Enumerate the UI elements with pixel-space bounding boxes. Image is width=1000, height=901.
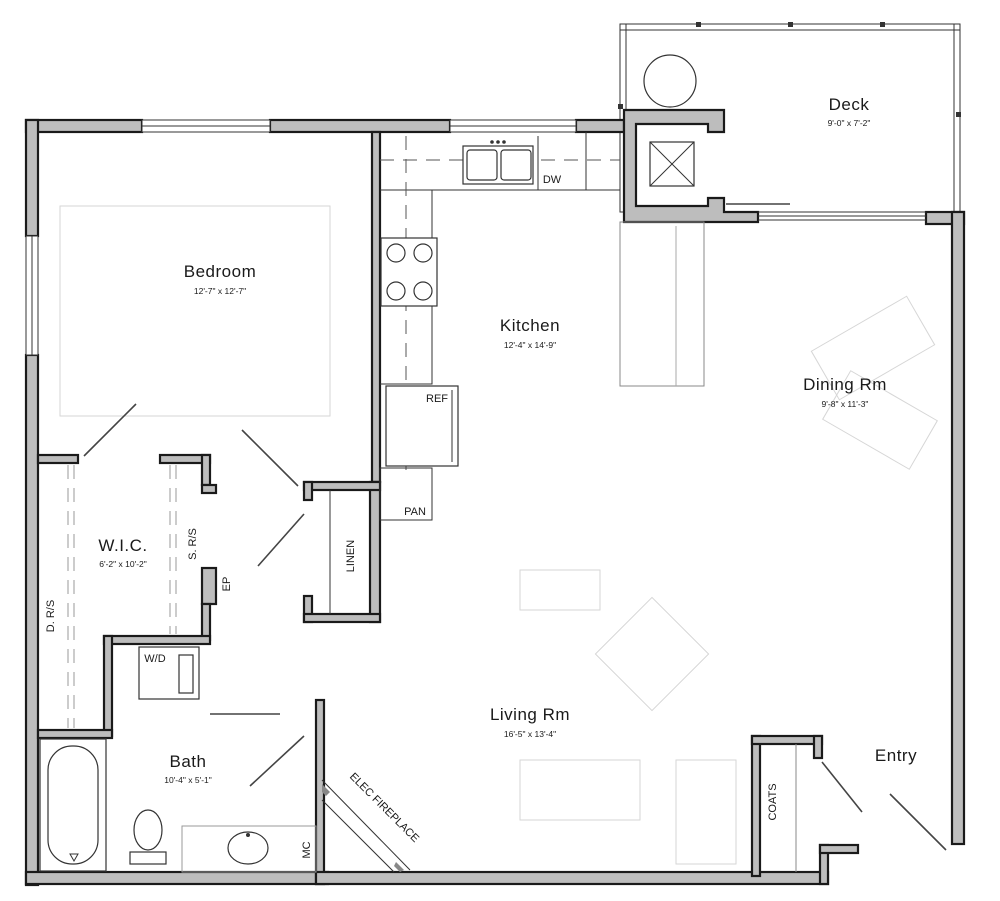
wic-dims: 6'-2" x 10'-2" [99, 559, 147, 569]
furniture-hints [59, 205, 938, 865]
bath-title: Bath [170, 752, 207, 771]
chimney-icon [649, 141, 695, 187]
bedroom-title: Bedroom [184, 262, 256, 281]
closet-rods [67, 465, 797, 872]
bathtub-icon [47, 745, 99, 865]
fireplace-label: ELEC FIREPLACE [347, 771, 421, 845]
coats-label: COATS [767, 783, 779, 820]
living-dims: 16'-5" x 13'-4" [504, 729, 556, 739]
stove-icon [380, 237, 438, 307]
living-title: Living Rm [490, 705, 570, 724]
washer-dryer-label: W/D [144, 653, 165, 665]
kitchen-fixtures [379, 132, 705, 521]
entry-title: Entry [875, 746, 917, 765]
bath-fixtures [39, 738, 317, 873]
bath-dims: 10'-4" x 5'-1" [164, 775, 212, 785]
pantry-label: PAN [404, 506, 426, 518]
kitchen-dims: 12'-4" x 14'-9" [504, 340, 556, 350]
wic-title: W.I.C. [98, 536, 147, 555]
doors [83, 203, 947, 851]
electric-fireplace [321, 779, 411, 873]
washer-dryer-icon [138, 646, 200, 700]
deck-dims: 9'-0" x 7'-2" [828, 118, 871, 128]
shelf-rod-label: S. R/S [187, 528, 199, 560]
walls [24, 108, 966, 887]
kitchen-title: Kitchen [500, 316, 560, 335]
windows [25, 119, 926, 356]
deck-table-icon [643, 54, 697, 108]
dining-dims: 9'-8" x 11'-3" [822, 399, 869, 409]
bedroom-dims: 12'-7" x 12'-7" [194, 286, 246, 296]
double-rod-label: D. R/S [45, 600, 57, 632]
ep-label: EP [221, 577, 233, 592]
media-closet-label: MC [301, 841, 313, 858]
refrigerator-icon [385, 385, 459, 467]
dishwasher-label: DW [543, 174, 562, 186]
dining-title: Dining Rm [803, 375, 887, 394]
deck-title: Deck [829, 95, 870, 114]
toilet-icon [129, 809, 167, 865]
linen-label: LINEN [345, 540, 357, 572]
kitchen-island [619, 221, 705, 387]
vanity-sink-icon [227, 831, 269, 865]
refrigerator-label: REF [426, 393, 448, 405]
